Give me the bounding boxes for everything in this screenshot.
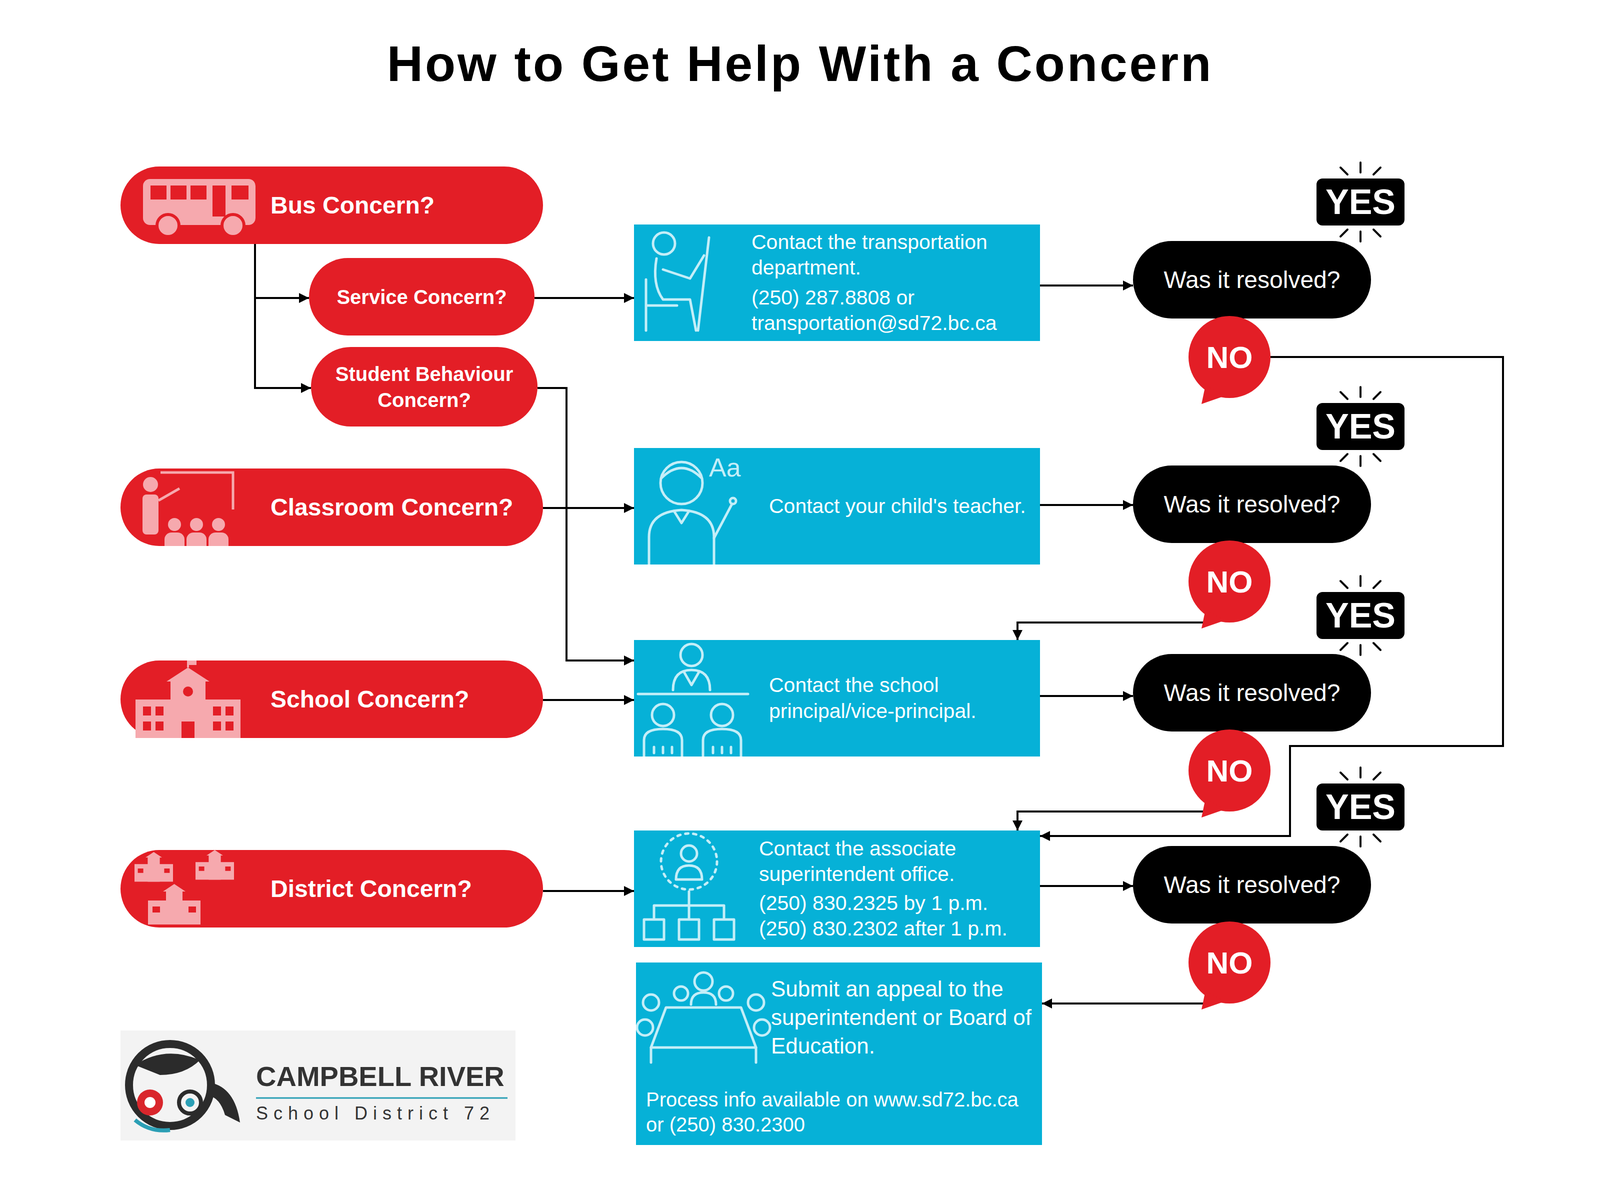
no-bubble: NO [1188, 729, 1271, 812]
icon-letters: Aa [709, 452, 741, 483]
node-text: Bus Concern? [270, 191, 435, 219]
node-text: Service Concern? [336, 284, 507, 310]
action-box: Submit an appeal to the superintendent o… [636, 962, 1042, 1145]
node-text: Classroom Concern? [270, 493, 513, 521]
decision-pill: Was it resolved? [1133, 846, 1371, 924]
connector-arrow [1017, 811, 1210, 831]
connector-arrow [534, 297, 634, 299]
connector-arrow [255, 244, 309, 298]
concern-pill: District Concern? [120, 850, 543, 928]
yes-badge: YES [1316, 178, 1405, 226]
decision-pill: Was it resolved? [1133, 241, 1371, 319]
node-text: YES [1325, 595, 1396, 636]
logo-subtitle: School District 72 [256, 1103, 495, 1124]
node-text: YES [1325, 406, 1396, 447]
yes-badge: YES [1316, 403, 1405, 450]
node-text: Was it resolved? [1163, 871, 1340, 899]
connector-arrow [1040, 504, 1133, 506]
no-bubble: NO [1188, 316, 1271, 398]
action-box: Contact your child's teacher. [634, 448, 1040, 565]
title: How to Get Help With a Concern [0, 35, 1600, 93]
node-text: Contact your child's teacher. [769, 493, 1026, 519]
node-text: School Concern? [270, 685, 469, 713]
node-text: Was it resolved? [1163, 490, 1340, 518]
node-text: (250) 830.2325 by 1 p.m. [759, 890, 988, 916]
node-text: NO [1206, 753, 1253, 789]
node-text: Process info available on www.sd72.bc.ca… [646, 1087, 1032, 1137]
node-text: YES [1325, 182, 1396, 222]
connector-arrow [537, 388, 634, 661]
sub-concern-pill: Service Concern? [309, 258, 535, 336]
sub-concern-pill: Student Behaviour Concern? [311, 347, 538, 427]
logo-name: CAMPBELL RIVER [256, 1060, 505, 1093]
node-text: District Concern? [270, 875, 472, 903]
decision-pill: Was it resolved? [1133, 465, 1371, 543]
node-text: NO [1206, 339, 1253, 375]
concern-pill: Classroom Concern? [120, 468, 543, 546]
node-text: YES [1325, 787, 1396, 827]
connector-arrow [543, 890, 634, 892]
decision-pill: Was it resolved? [1133, 654, 1371, 732]
no-bubble: NO [1188, 540, 1271, 623]
node-text: Student Behaviour Concern? [323, 361, 526, 413]
node-text: (250) 830.2302 after 1 p.m. [759, 916, 1008, 942]
connector-arrow [1040, 695, 1133, 697]
node-text: Was it resolved? [1163, 679, 1340, 707]
action-box: Contact the transportation department.(2… [634, 224, 1040, 341]
node-text: Contact the transportation department. [751, 229, 1035, 281]
connector-arrow [1042, 1002, 1210, 1005]
action-box: Contact the associate superintendent off… [634, 830, 1040, 947]
connector-arrow [1040, 885, 1133, 887]
concern-pill: Bus Concern? [120, 166, 543, 244]
action-box: Contact the school principal/vice-princi… [634, 640, 1040, 757]
node-text: Contact the school principal/vice-princi… [769, 672, 1035, 724]
node-text: NO [1206, 564, 1253, 600]
connector-arrow [1017, 622, 1210, 640]
connector-arrow [543, 699, 634, 701]
connector-arrow [255, 244, 311, 388]
node-text: Was it resolved? [1163, 266, 1340, 294]
node-text: Contact the associate superintendent off… [759, 836, 1035, 888]
node-text: NO [1206, 945, 1253, 981]
logo-ground [120, 1030, 516, 1141]
concern-pill: School Concern? [120, 660, 543, 738]
connector-arrow [1040, 357, 1503, 836]
yes-badge: YES [1316, 592, 1405, 639]
icon [634, 640, 1040, 757]
node-text: (250) 287.8808 or transportation@sd72.bc… [751, 285, 1035, 337]
logo-art [129, 1044, 240, 1131]
yes-badge: YES [1316, 783, 1405, 831]
connector-arrow [543, 507, 634, 509]
logo-rule [256, 1097, 508, 1099]
no-bubble: NO [1188, 921, 1271, 1004]
node-text: Submit an appeal to the superintendent o… [771, 974, 1032, 1061]
connector-arrow [1040, 284, 1133, 287]
